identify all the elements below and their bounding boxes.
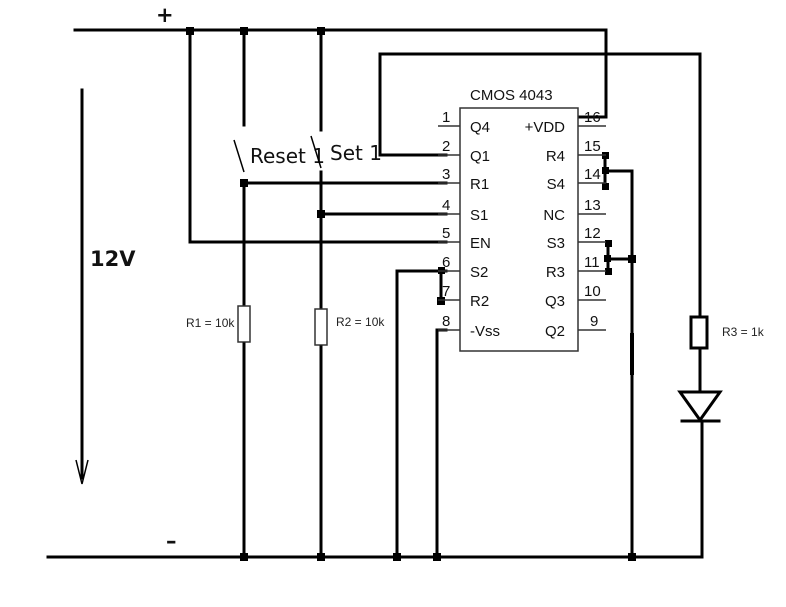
r2-label: R2 = 10k [336,315,385,329]
resistor-r2-icon [314,308,328,346]
resistor-r1-icon [237,305,251,343]
pin-9-number: 9 [590,313,598,330]
resistor-r3-icon [689,315,709,350]
pin-4-name: S1 [470,207,488,224]
pin-13-number: 13 [584,197,601,214]
pin-1-name: Q4 [470,119,490,136]
pin-2-name: Q1 [470,148,490,165]
q1-output-wire [378,52,702,320]
ic-body [459,107,579,352]
pin-11-name: R3 [546,264,565,281]
junction [317,27,325,35]
pin-8-number: 8 [442,313,450,330]
pin-12-number: 12 [584,225,601,242]
ic-4043: CMOS 4043 1Q4 2Q1 3R1 4S1 5EN 6S2 7R2 8 -Vss 16 +… [438,87,606,352]
junction [240,553,248,561]
junction [186,27,194,35]
junction [602,167,609,174]
pin-14-name: S4 [547,176,565,193]
vdd-wire [576,28,608,119]
junction [317,553,325,561]
plus-label: + [156,3,174,27]
junction [317,210,325,218]
pin-8-name: -Vss [470,323,500,340]
junction [605,240,612,247]
junction [604,255,611,262]
pin-3-name: R1 [470,176,489,193]
pin-12-name: S3 [547,235,565,252]
pin-10-name: Q3 [545,293,565,310]
junction [240,27,248,35]
led-diode-icon [677,390,723,423]
ic-title: CMOS 4043 [470,87,553,104]
voltage-arrow-head-icon [75,459,89,485]
pin-7-name: R2 [470,293,489,310]
junction [628,553,636,561]
junction [433,553,441,561]
pin-6-number: 6 [442,254,450,271]
junction [393,553,401,561]
pin-16-name: +VDD [525,119,566,136]
s2-ground-wire [395,269,448,559]
r3-label: R3 = 1k [722,325,765,339]
junction [240,179,248,187]
pin-15-number: 15 [584,138,601,155]
enable-wire [188,29,448,244]
pin-6-name: S2 [470,264,488,281]
junction [628,255,636,263]
pin-9-name: Q2 [545,323,565,340]
wire-segment [630,333,634,375]
voltage-label: 12V [90,247,136,271]
minus-label: – [166,529,177,553]
r1-label: R1 = 10k [186,316,235,330]
pin-15-name: R4 [546,148,565,165]
pin-7-number: 7 [442,283,450,300]
pin-4-number: 4 [442,197,450,214]
pin-13-name: NC [543,207,565,224]
pin-5-number: 5 [442,225,450,242]
vss-ground-wire [435,328,448,559]
pin-1-number: 1 [442,109,450,126]
set-switch-icon[interactable] [310,135,322,169]
set-switch-label: Set 1 [330,141,382,165]
reset-switch-icon[interactable] [233,139,245,173]
pin-16-number: 16 [584,109,601,126]
junction [437,297,445,305]
pin-14-number: 14 [584,166,601,183]
unused-ground-wire [603,169,634,559]
pin-11-number: 11 [584,254,600,271]
junction [602,183,609,190]
reset-switch-label: Reset 1 [250,144,325,168]
pin-5-name: EN [470,235,491,252]
pin-3-number: 3 [442,166,450,183]
pin-10-number: 10 [584,283,601,300]
junction [605,268,612,275]
pin-2-number: 2 [442,138,450,155]
